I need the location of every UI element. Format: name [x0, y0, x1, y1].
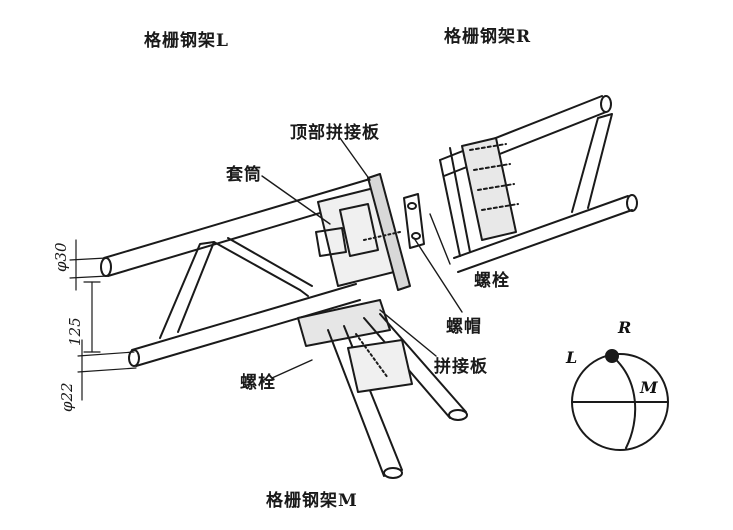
label-splice-plate: 拼接板	[434, 357, 488, 377]
dimension-125: 125	[66, 317, 84, 346]
inset-label-l: L	[566, 348, 578, 367]
dimension-d22: φ22	[58, 382, 76, 412]
inset-circle-diagram	[571, 349, 669, 451]
label-bolt-left: 螺栓	[240, 373, 276, 393]
leader-lines	[261, 137, 463, 379]
label-top-plate: 顶部拼接板	[290, 123, 380, 143]
central-joint	[315, 173, 425, 291]
label-sleeve: 套筒	[226, 165, 262, 185]
label-frame-r: 格栅钢架R	[444, 27, 532, 47]
dimension-lines	[69, 239, 137, 401]
label-frame-m: 格栅钢架M	[266, 491, 358, 511]
dimension-d30: φ30	[52, 242, 70, 272]
label-bolt-right: 螺栓	[474, 271, 510, 291]
inset-label-m: M	[640, 378, 658, 397]
inset-label-r: R	[618, 318, 632, 337]
label-nut: 螺帽	[446, 317, 482, 337]
frame-r-structure	[439, 95, 638, 273]
label-frame-l: 格栅钢架L	[144, 31, 229, 51]
frame-m-structure	[297, 299, 468, 479]
